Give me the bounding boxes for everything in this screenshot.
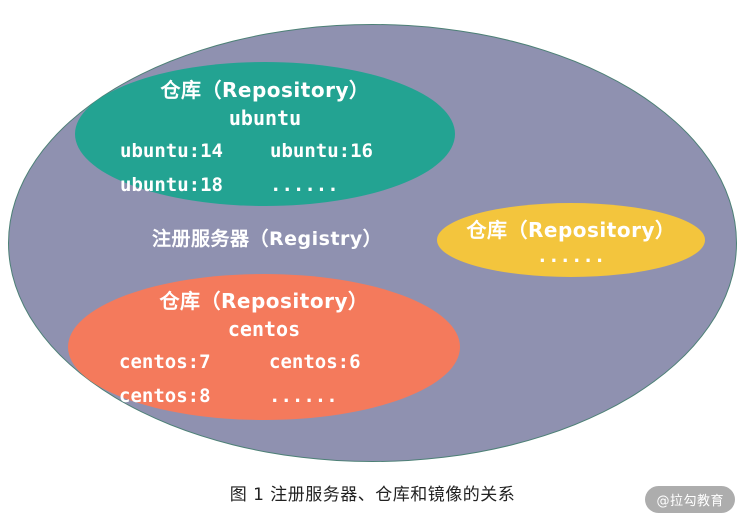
repository-centos-name: centos [227,317,301,341]
image-tag: centos:6 [269,351,361,373]
repository-other-ellipse: 仓库（Repository） ...... [437,203,705,277]
repository-ubuntu-name: ubuntu [228,106,302,130]
repository-centos-ellipse: 仓库（Repository） centos centos:7 centos:6 … [68,274,460,420]
repository-other-dots: ...... [536,245,606,267]
repository-ubuntu-tags: ubuntu:14 ubuntu:16 ubuntu:18 ...... [120,140,410,196]
repository-centos-tags: centos:7 centos:6 centos:8 ...... [119,351,409,407]
image-tag: centos:7 [119,351,211,373]
image-tag: ubuntu:18 [120,174,223,196]
image-tag: ...... [270,174,339,196]
image-tag: ubuntu:16 [270,140,373,162]
repository-ubuntu-title: 仓库（Repository） [160,78,370,102]
watermark-badge: @拉勾教育 [645,486,735,513]
registry-label: 注册服务器（Registry） [152,228,383,250]
repository-other-title: 仓库（Repository） [466,218,676,242]
repository-ubuntu-ellipse: 仓库（Repository） ubuntu ubuntu:14 ubuntu:1… [75,62,455,206]
image-tag: centos:8 [119,385,211,407]
figure-caption: 图 1 注册服务器、仓库和镜像的关系 [229,485,516,505]
image-tag: ubuntu:14 [120,140,223,162]
repository-centos-title: 仓库（Repository） [159,289,369,313]
image-tag: ...... [269,385,338,407]
